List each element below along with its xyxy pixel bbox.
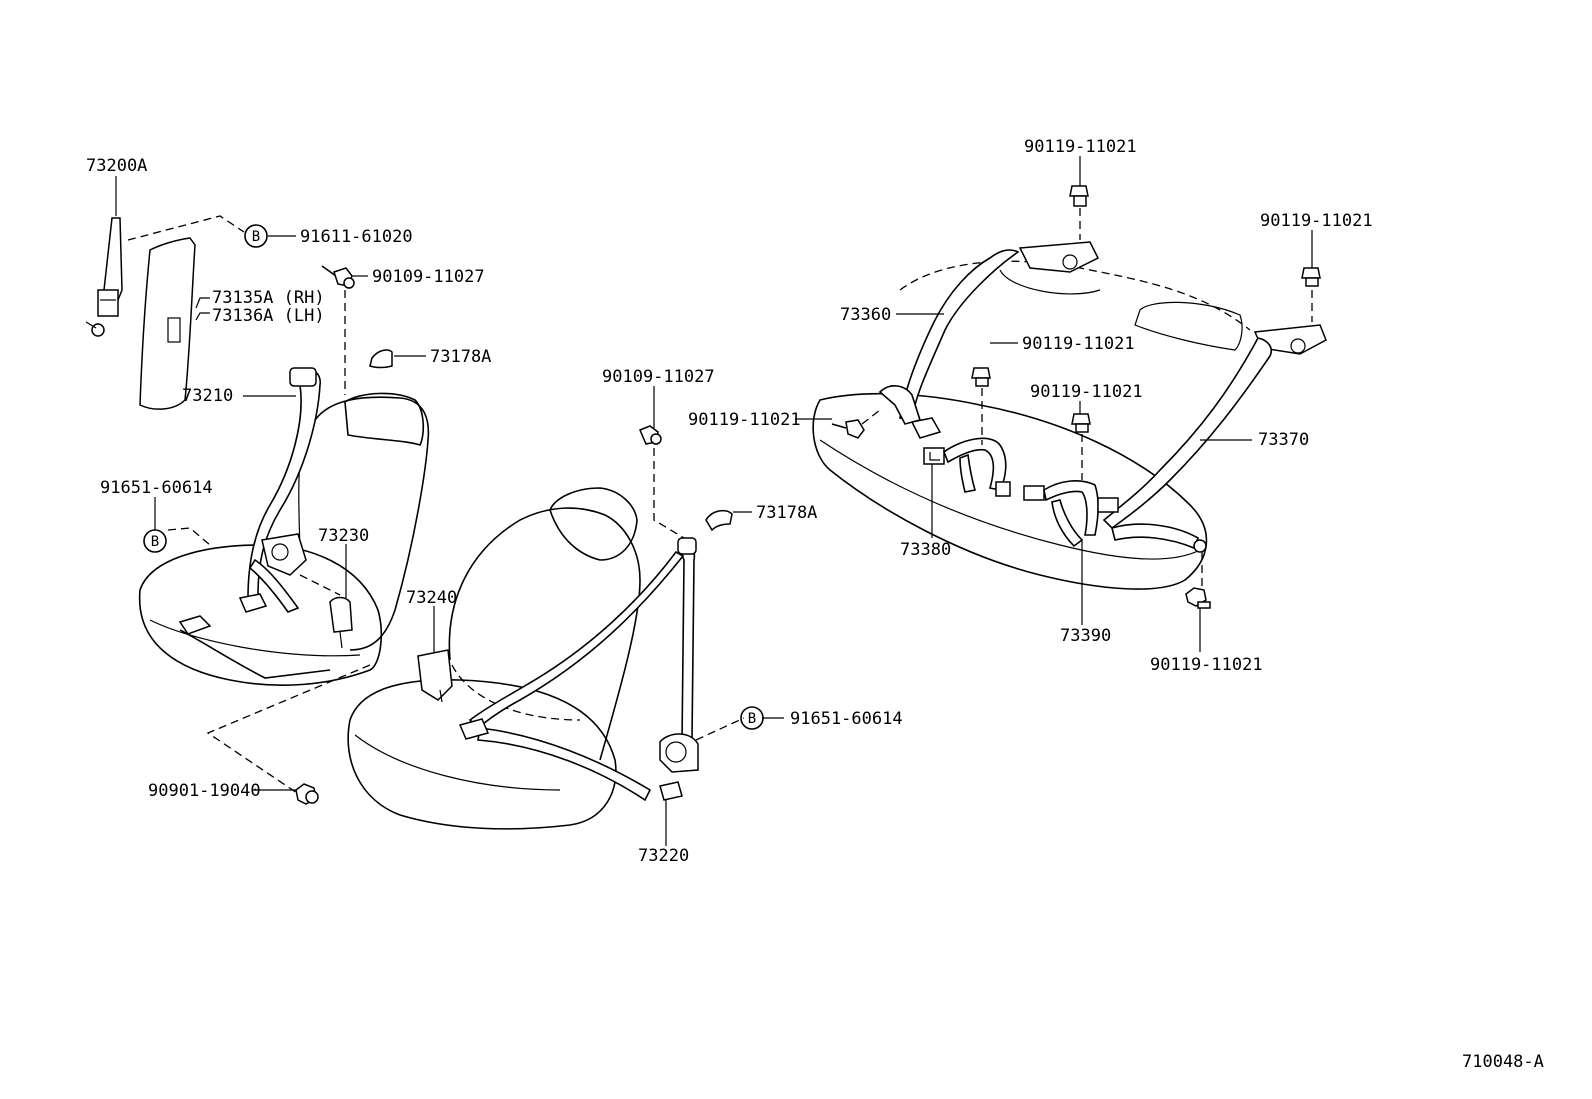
label-73178A-center[interactable]: 73178A [756,503,817,523]
label-73370[interactable]: 73370 [1258,430,1309,450]
rear-buckle-73380[interactable] [923,437,1011,497]
bolt-90901-19040[interactable] [295,783,319,805]
buckle-73230[interactable] [329,596,353,649]
front-seat-right-illustration [347,487,641,830]
bolt-90119-11021-left[interactable] [831,419,865,439]
label-90119-11021-right[interactable]: 90119-11021 [1260,211,1373,231]
label-73230[interactable]: 73230 [318,526,369,546]
label-73200A[interactable]: 73200A [86,156,147,176]
front-belt-73210[interactable] [238,367,321,613]
label-73220[interactable]: 73220 [638,846,689,866]
label-90109-11027-left[interactable]: 90109-11027 [372,267,485,287]
label-90901-19040[interactable]: 90901-19040 [148,781,261,801]
anchor-cover-73178A-center[interactable] [705,509,733,532]
bolt-90119-11021-bottom[interactable] [1185,587,1211,609]
bolt-marker-letter: B [252,229,260,245]
rear-belt-73370[interactable] [1102,324,1327,553]
bolt-marker-b-left: B [143,529,167,553]
label-91651-60614-left[interactable]: 91651-60614 [100,478,213,498]
bolt-90119-11021-mid[interactable] [971,367,991,387]
label-73136A[interactable]: 73136A (LH) [212,306,325,326]
bolt-90119-11021-top[interactable] [1069,185,1089,207]
bolt-90119-11021-center[interactable] [1071,413,1091,433]
label-73390[interactable]: 73390 [1060,626,1111,646]
bolt-marker-b-center: B [740,706,764,730]
bolt-90109-11027-left[interactable] [321,265,355,289]
label-90119-11021-top[interactable]: 90119-11021 [1024,137,1137,157]
pillar-garnish-73135A[interactable] [139,237,196,410]
leader-lines-center [653,448,745,741]
front-belt-73220[interactable] [458,537,699,802]
pillar-adjuster-73200A[interactable] [85,217,123,337]
label-91651-60614-center[interactable]: 91651-60614 [790,709,903,729]
label-73240[interactable]: 73240 [406,588,457,608]
label-91611-61020[interactable]: 91611-61020 [300,227,413,247]
label-73135A[interactable]: 73135A (RH) [212,288,325,308]
label-73210[interactable]: 73210 [182,386,233,406]
bolt-marker-letter: B [748,711,756,727]
label-73360[interactable]: 73360 [840,305,891,325]
label-73178A-left[interactable]: 73178A [430,347,491,367]
leader-lines-left [127,215,371,796]
rear-seat-illustration [812,260,1251,590]
bolt-marker-b-top: B [244,224,268,248]
anchor-cover-73178A-left[interactable] [369,349,393,369]
label-90119-11021-mid[interactable]: 90119-11021 [1022,334,1135,354]
bolt-90109-11027-center[interactable] [639,425,662,445]
leader-lines-rear [861,208,1313,590]
bolt-90119-11021-right[interactable] [1301,267,1321,287]
tongue-plate-73240[interactable] [417,649,453,703]
label-90119-11021-bottom[interactable]: 90119-11021 [1150,655,1263,675]
label-90119-11021-left[interactable]: 90119-11021 [688,410,801,430]
label-leaders [115,156,1313,846]
label-73380[interactable]: 73380 [900,540,951,560]
diagram-code: 710048-A [1462,1052,1544,1072]
bolt-marker-letter: B [151,534,159,550]
rear-buckle-73390[interactable] [1023,480,1119,548]
label-90119-11021-center[interactable]: 90119-11021 [1030,382,1143,402]
label-90109-11027-center[interactable]: 90109-11027 [602,367,715,387]
